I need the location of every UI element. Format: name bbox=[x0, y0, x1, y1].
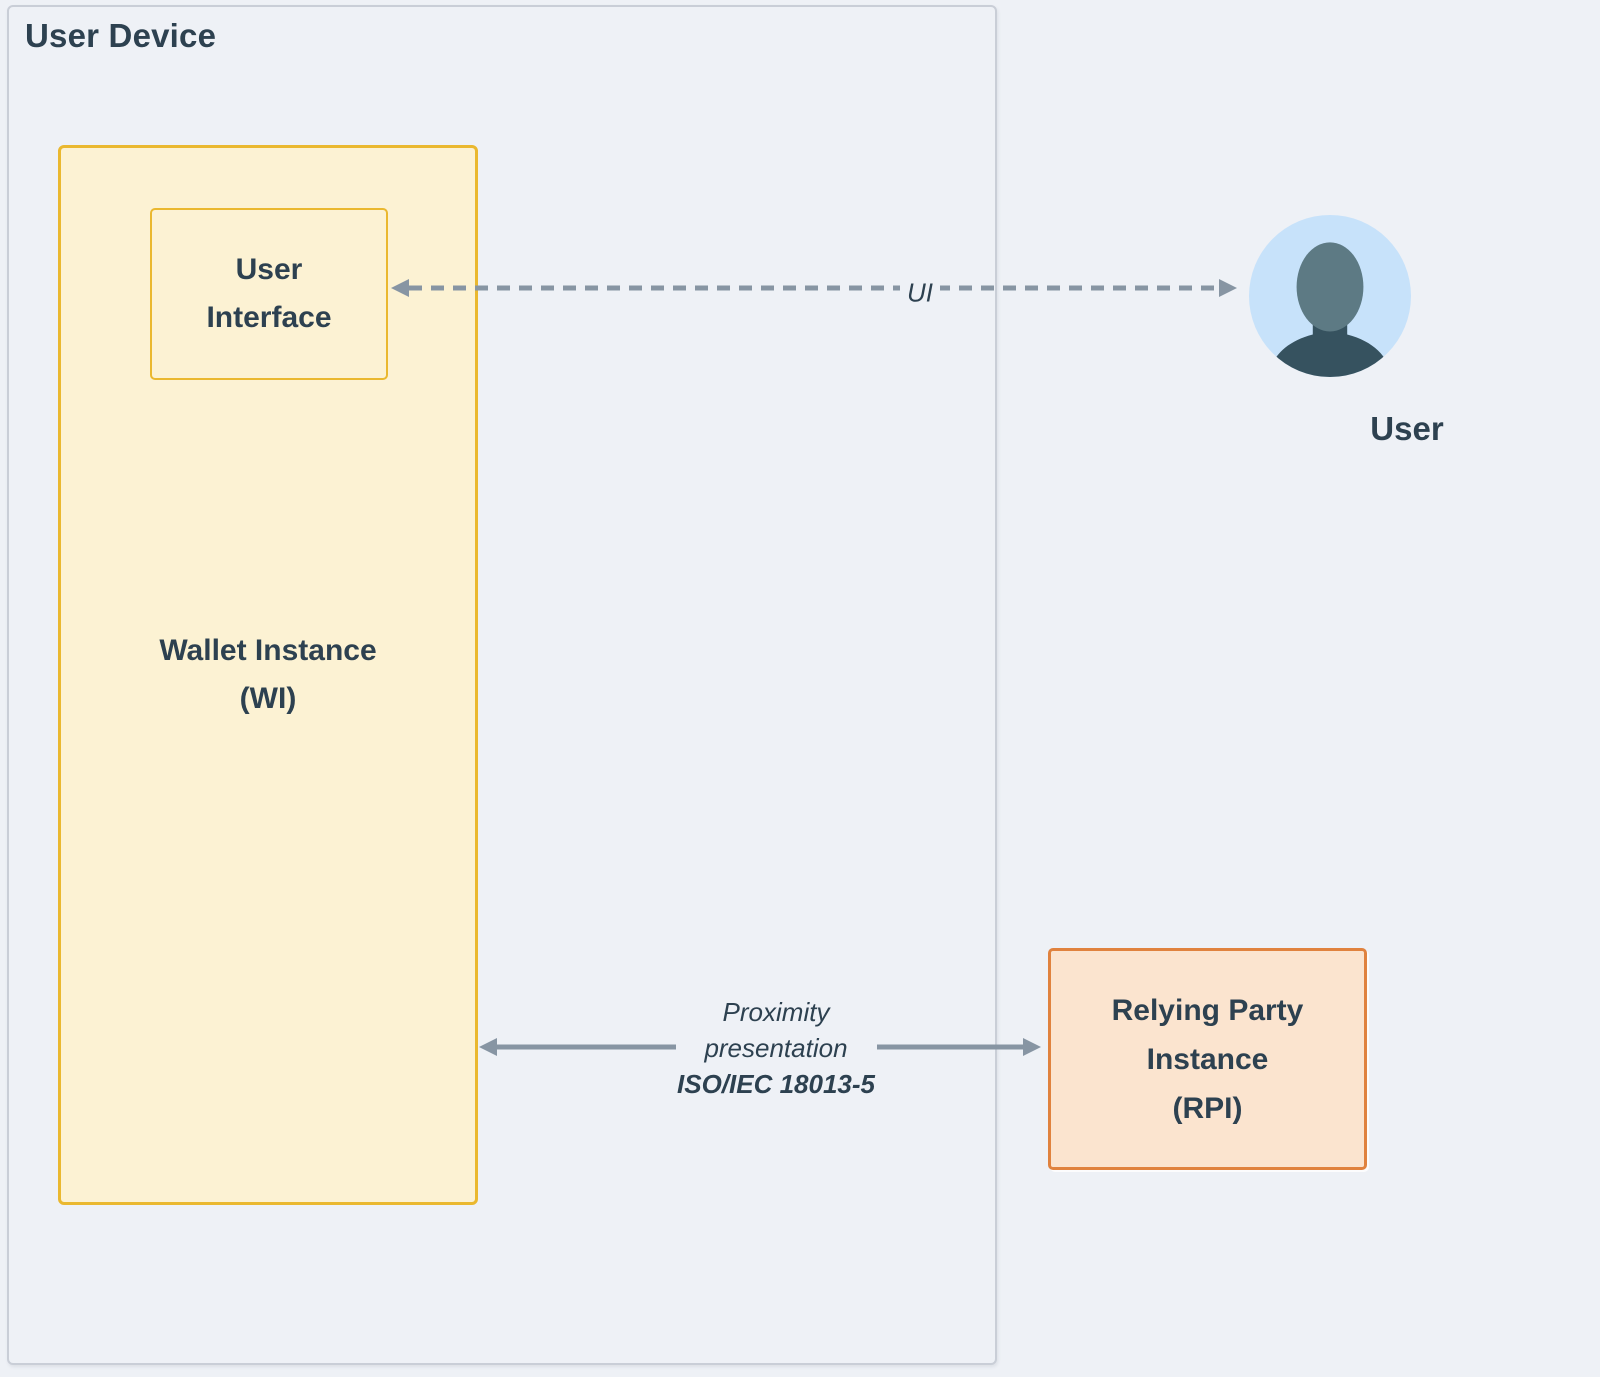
ui-arrowhead-right-icon bbox=[1219, 279, 1237, 297]
user-device-title: User Device bbox=[25, 17, 217, 54]
rpi-label-line2: Instance bbox=[1146, 1042, 1269, 1076]
proximity-edge-label-line3: ISO/IEC 18013-5 bbox=[677, 1069, 875, 1099]
proximity-arrowhead-right-icon bbox=[1023, 1038, 1041, 1056]
user-label: User bbox=[1370, 410, 1444, 447]
proximity-edge-label: Proximity presentation ISO/IEC 18013-5 bbox=[677, 994, 875, 1102]
rpi-label-line3: (RPI) bbox=[1172, 1091, 1243, 1125]
wallet-instance-label-line2: (WI) bbox=[239, 682, 297, 715]
rpi-label-line1: Relying Party bbox=[1111, 993, 1304, 1027]
user-interface-node: User Interface bbox=[150, 208, 388, 380]
user-interface-label: User Interface bbox=[206, 246, 331, 342]
user-avatar-icon bbox=[1249, 215, 1411, 377]
proximity-edge-label-line1: Proximity bbox=[722, 997, 830, 1027]
wallet-instance-label-line1: Wallet Instance bbox=[159, 634, 377, 667]
relying-party-instance-node: Relying Party Instance (RPI) bbox=[1048, 948, 1367, 1170]
avatar-body-shape bbox=[1267, 316, 1393, 377]
ui-edge-label: UI bbox=[900, 277, 940, 309]
user-interface-label-line1: User bbox=[235, 253, 303, 286]
relying-party-instance-label: Relying Party Instance (RPI) bbox=[1112, 986, 1304, 1133]
avatar-head-shape bbox=[1296, 242, 1364, 332]
proximity-edge-label-line2: presentation bbox=[704, 1033, 848, 1063]
wallet-instance-label: Wallet Instance (WI) bbox=[61, 627, 475, 723]
user-interface-label-line2: Interface bbox=[206, 301, 332, 334]
wallet-instance-node: Wallet Instance (WI) User Interface bbox=[58, 145, 478, 1205]
